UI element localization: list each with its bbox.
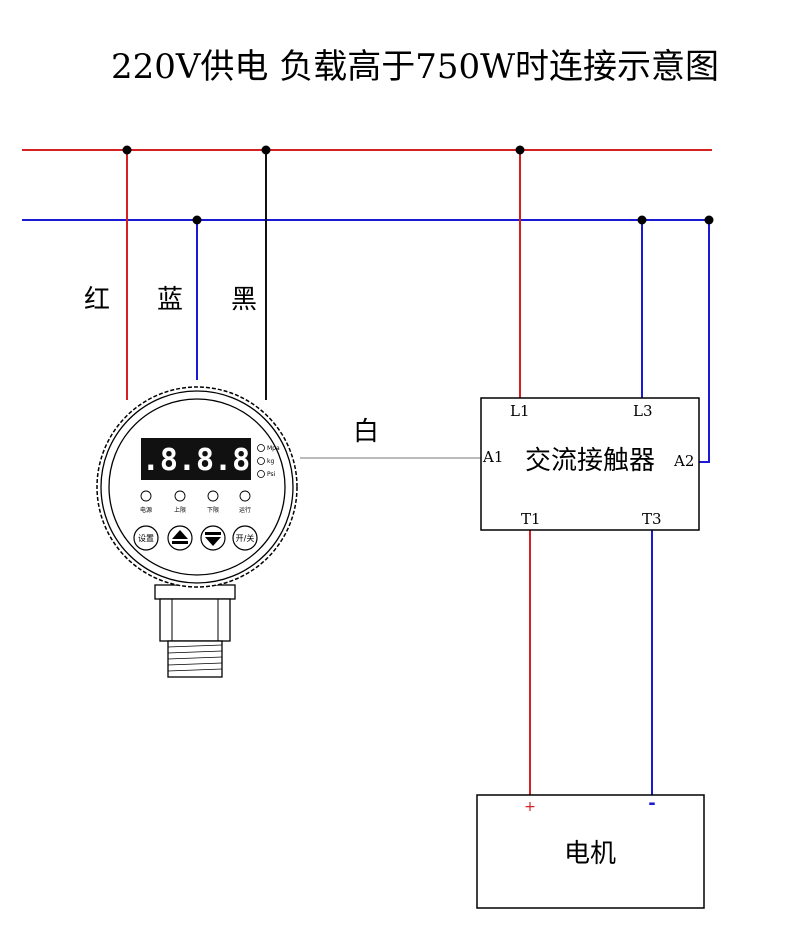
gauge-display [141, 438, 251, 480]
power-button-label: 开/关 [236, 533, 255, 543]
terminal-l3: L3 [633, 402, 653, 420]
terminal-t3: T3 [642, 510, 662, 528]
motor-box [476, 794, 705, 909]
a2-wire [699, 220, 710, 463]
junction-dot [122, 145, 132, 155]
motor-minus-sign: - [648, 793, 655, 814]
junction-dot [261, 145, 271, 155]
gauge-face [108, 398, 286, 576]
gauge-fitting-hex [159, 598, 231, 642]
unit-label-mpa: Mpa [267, 445, 280, 452]
power-button[interactable]: 开/关 [232, 525, 258, 551]
contactor-label: 交流接触器 [525, 446, 655, 476]
terminal-a2: A2 [673, 452, 694, 470]
indicator-upper-label: 上限 [174, 506, 186, 514]
diagram-title: 220V供电 负载高于750W时连接示意图 [111, 47, 719, 87]
red-wire-label: 红 [84, 285, 110, 315]
junction-dot [192, 215, 202, 225]
set-button[interactable]: 设置 [133, 525, 159, 551]
indicator-lower-label: 下限 [207, 506, 219, 514]
indicator-run-label: 运行 [239, 506, 251, 514]
indicator-power-label: 电源 [140, 506, 152, 514]
eject-up-icon [172, 530, 188, 544]
up-button[interactable] [167, 525, 193, 551]
motor-label: 电机 [564, 839, 616, 869]
junction-dot [704, 215, 714, 225]
pressure-controller: 8.8.8.8. Mpa kg Psi 电源 上限 下限 运行 设置 [96, 386, 298, 678]
terminal-l1: L1 [510, 402, 530, 420]
contactor-box [480, 397, 700, 531]
terminal-t1: T1 [521, 510, 541, 528]
motor-plus-sign: + [524, 799, 536, 815]
black-wire-label: 黑 [231, 285, 257, 315]
set-button-label: 设置 [138, 533, 154, 543]
eject-down-icon [205, 532, 221, 546]
status-led-icon [239, 490, 251, 502]
gauge-thread-lines [167, 644, 223, 672]
unit-label-kg: kg [267, 458, 274, 465]
status-led-icon [140, 490, 152, 502]
unit-led-icon [257, 470, 265, 478]
gauge-display-digits: 8.8.8.8. [124, 443, 269, 478]
unit-led-icon [257, 457, 265, 465]
status-led-icon [207, 490, 219, 502]
blue-wire-label: 蓝 [157, 285, 183, 315]
junction-dot [637, 215, 647, 225]
unit-led-icon [257, 444, 265, 452]
status-led-icon [174, 490, 186, 502]
unit-label-psi: Psi [267, 471, 276, 478]
white-wire-label: 白 [353, 417, 379, 447]
junction-dot [515, 145, 525, 155]
terminal-a1: A1 [482, 448, 503, 466]
down-button[interactable] [200, 525, 226, 551]
